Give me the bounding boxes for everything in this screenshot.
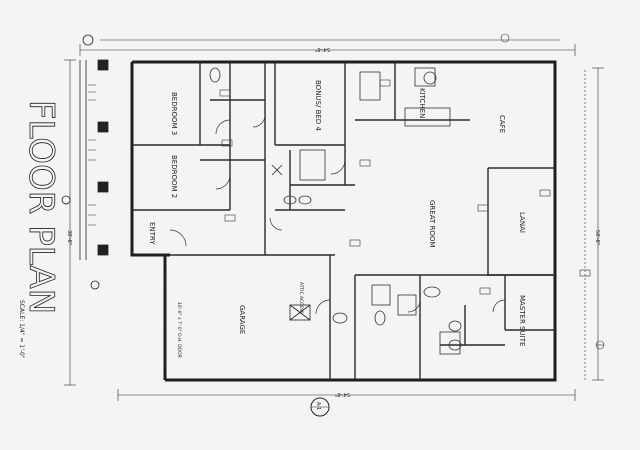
room-label-bedroom-3: BEDROOM 3 — [170, 92, 178, 135]
dim-top-overall: 54'-8" — [315, 46, 330, 52]
dim-bottom-overall: 54'-8" — [335, 391, 350, 397]
room-label-kitchen: KITCHEN — [418, 88, 426, 118]
window-tags-left — [61, 34, 109, 290]
bath-fixtures — [209, 67, 462, 355]
room-label-master-suite: MASTER SUITE — [518, 295, 526, 346]
room-label-bedroom-2: BEDROOM 2 — [170, 155, 178, 198]
left-annotation-ticks — [88, 84, 96, 226]
room-label-lanai: LANAI — [518, 212, 526, 233]
post-markers — [271, 164, 311, 321]
room-label-garage: GARAGE — [238, 305, 246, 334]
note-garage-door: 16'-0" x 7'-0" O.H. DOOR — [176, 302, 182, 358]
sheet-number-tag: A-1 — [310, 397, 330, 417]
room-label-cafe: CAFE — [498, 115, 506, 133]
dim-right-overall: 58'-8" — [594, 230, 600, 245]
room-label-bedroom-4: BONUS/ BED 4 — [314, 80, 322, 131]
room-label-great-room: GREAT ROOM — [428, 200, 436, 247]
sheet-number: A-1 — [315, 402, 321, 410]
reference-tags — [219, 79, 591, 295]
title-block: FLOOR PLAN SCALE: 1/4" = 1'-0" — [18, 100, 61, 359]
sheet-scale: SCALE: 1/4" = 1'-0" — [18, 300, 25, 359]
door-swings — [169, 114, 506, 315]
dimension-lines — [64, 39, 604, 401]
room-label-entry: ENTRY — [148, 222, 156, 245]
dim-left-overall: 38'-8" — [66, 230, 72, 245]
note-attic-access: ATTIC ACCESS — [298, 282, 304, 314]
interior-walls — [132, 62, 555, 380]
sheet-title: FLOOR PLAN — [21, 100, 61, 314]
north-arrow-icon — [500, 33, 605, 350]
